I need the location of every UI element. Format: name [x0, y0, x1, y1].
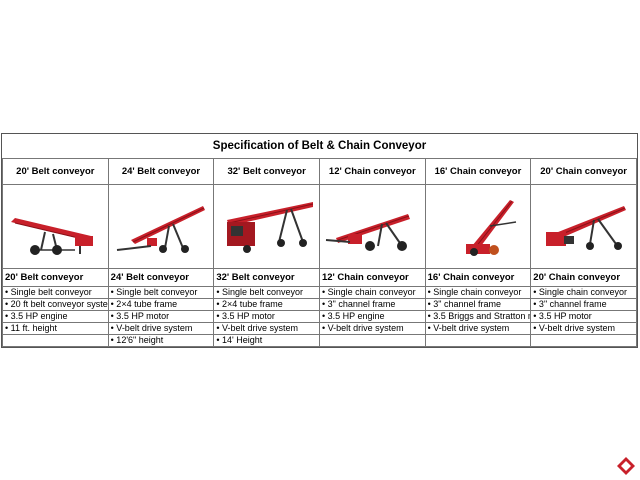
chain-conveyor-16-image — [465, 199, 517, 256]
spec-cell: • V-belt drive system — [530, 322, 637, 335]
product-name-row: 20' Belt conveyor 24' Belt conveyor 32' … — [2, 268, 637, 287]
spec-cell: • V-belt drive system — [424, 322, 532, 335]
belt-conveyor-32-image — [226, 201, 313, 253]
spec-cell: • Single belt conveyor — [107, 286, 215, 299]
spec-cell — [424, 334, 532, 347]
spec-cell: • V-belt drive system — [107, 322, 215, 335]
column-header: 16' Chain conveyor — [424, 158, 532, 185]
spec-cell: • 12'6" height — [107, 334, 215, 347]
title-row: Specification of Belt & Chain Conveyor — [2, 134, 637, 159]
belt-conveyor-24-image — [116, 205, 205, 253]
spec-row: • 11 ft. height • V-belt drive system • … — [2, 322, 637, 335]
brand-logo-icon — [617, 457, 635, 475]
table-title: Specification of Belt & Chain Conveyor — [2, 134, 637, 159]
header-row: 20' Belt conveyor 24' Belt conveyor 32' … — [2, 158, 637, 185]
spec-cell: • 3" channel frame — [424, 298, 532, 311]
product-name: 20' Chain conveyor — [530, 268, 637, 287]
spec-cell: • Single chain conveyor — [530, 286, 637, 299]
column-header: 20' Chain conveyor — [530, 158, 637, 185]
product-image-cell — [318, 184, 426, 269]
spec-row: • 12'6" height • 14' Height — [2, 334, 637, 347]
spec-cell: • 11 ft. height — [2, 322, 109, 335]
spec-cell: • 2×4 tube frame — [213, 298, 320, 311]
spec-cell: • Single belt conveyor — [213, 286, 320, 299]
belt-conveyor-20-image — [11, 217, 94, 255]
product-name: 24' Belt conveyor — [107, 268, 215, 287]
spec-cell: • 14' Height — [213, 334, 320, 347]
spec-row: • 3.5 HP engine • 3.5 HP motor • 3.5 HP … — [2, 310, 637, 323]
spec-cell: • 3" channel frame — [530, 298, 637, 311]
chain-conveyor-20-image — [545, 205, 626, 250]
spec-cell: • Single belt conveyor — [2, 286, 109, 299]
spec-cell — [530, 334, 637, 347]
spec-cell: • 2×4 tube frame — [107, 298, 215, 311]
column-header: 20' Belt conveyor — [2, 158, 109, 185]
spec-table: Specification of Belt & Chain Conveyor 2… — [2, 134, 637, 347]
spec-cell: • 3.5 HP engine — [2, 310, 109, 323]
product-name: 16' Chain conveyor — [424, 268, 532, 287]
column-header: 12' Chain conveyor — [318, 158, 426, 185]
spec-cell: • Single chain conveyor — [318, 286, 426, 299]
product-name: 20' Belt conveyor — [2, 268, 109, 287]
product-image-cell — [107, 184, 215, 269]
column-header: 24' Belt conveyor — [107, 158, 215, 185]
spec-row: • 20 ft belt conveyor system • 2×4 tube … — [2, 298, 637, 311]
product-image-cell — [2, 184, 109, 269]
spec-cell — [2, 334, 109, 347]
spec-cell: • 3.5 HP motor — [530, 310, 637, 323]
spec-cell — [318, 334, 426, 347]
product-name: 12' Chain conveyor — [318, 268, 426, 287]
spec-cell: • 3.5 HP motor — [213, 310, 320, 323]
column-header: 32' Belt conveyor — [213, 158, 320, 185]
spec-cell: • 3" channel frame — [318, 298, 426, 311]
spec-sheet: Specification of Belt & Chain Conveyor 2… — [1, 133, 638, 348]
product-image-cell — [530, 184, 637, 269]
chain-conveyor-12-image — [326, 213, 411, 251]
spec-cell: • 3.5 HP engine — [318, 310, 426, 323]
spec-cell: • 3.5 Briggs and Stratton motor — [424, 310, 532, 323]
spec-cell: • V-belt drive system — [213, 322, 320, 335]
product-image-cell — [424, 184, 532, 269]
product-image-cell — [213, 184, 320, 269]
spec-cell: • 3.5 HP motor — [107, 310, 215, 323]
image-row — [2, 184, 637, 269]
spec-cell: • V-belt drive system — [318, 322, 426, 335]
product-name: 32' Belt conveyor — [213, 268, 320, 287]
spec-cell: • Single chain conveyor — [424, 286, 532, 299]
spec-row: • Single belt conveyor • Single belt con… — [2, 286, 637, 299]
spec-cell: • 20 ft belt conveyor system — [2, 298, 109, 311]
